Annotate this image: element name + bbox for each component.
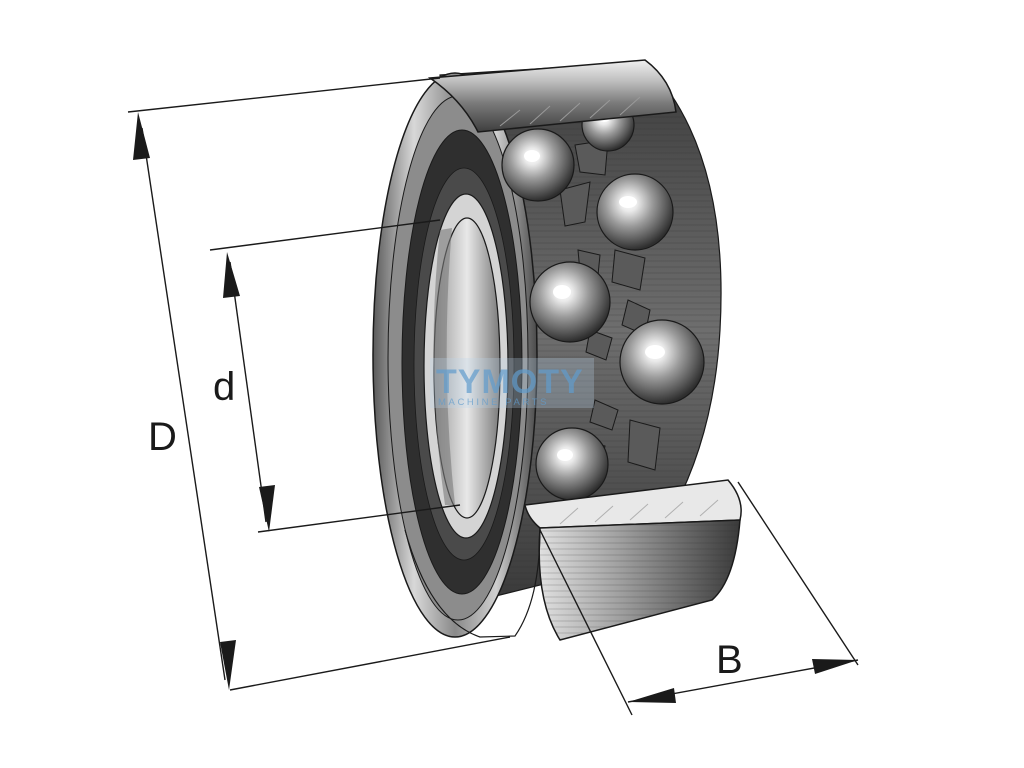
d-extension-top [209, 219, 441, 251]
D-arrow-bottom [220, 640, 236, 690]
B-arrow-left [628, 688, 676, 703]
B-extension-right [737, 481, 859, 666]
B-extension-left [539, 529, 633, 716]
D-arrow-top [133, 112, 150, 160]
ball-highlight [524, 150, 540, 162]
outer-ring-lower-arc [404, 527, 541, 638]
ball [529, 261, 611, 343]
watermark-brand: TYMOTY [436, 363, 584, 401]
d-label: d [213, 365, 235, 409]
d-extension-bottom [257, 504, 461, 533]
dimension-arrows [133, 112, 858, 703]
cage-segment [627, 419, 661, 471]
outer-ring-top-section [427, 59, 677, 133]
B-arrow-right [812, 659, 858, 674]
outer-ring-lower-texture [539, 520, 740, 640]
watermark: TYMOTY MACHINE PARTS [430, 358, 594, 408]
d-arrow-bottom [259, 485, 275, 532]
d-dimension-line [229, 261, 267, 523]
D-extension-top [127, 77, 441, 113]
d-arrow-top [223, 252, 240, 298]
D-extension-bottom [229, 636, 511, 691]
ball [619, 319, 705, 405]
D-dimension-line [141, 127, 226, 681]
cage-segment [589, 399, 619, 431]
ball [596, 173, 674, 251]
ball-highlight [553, 285, 571, 299]
bore-shadow [433, 228, 455, 505]
watermark-backdrop [430, 358, 594, 408]
bearing-body [372, 61, 722, 638]
ball [535, 427, 609, 501]
balls [501, 98, 705, 501]
B-label: B [716, 638, 743, 682]
cage-segment [559, 181, 591, 227]
D-label: D [148, 415, 177, 459]
cage-segment [611, 249, 646, 291]
watermark-tagline: MACHINE PARTS [438, 397, 549, 408]
section-hatch [499, 96, 641, 127]
ball [501, 128, 575, 202]
cage-segment [585, 329, 613, 361]
ball-highlight [645, 345, 665, 359]
outer-ring-cutaway [404, 59, 742, 641]
ball-highlight [557, 449, 573, 461]
ball-highlight [619, 196, 637, 208]
section-hatch [559, 499, 719, 525]
